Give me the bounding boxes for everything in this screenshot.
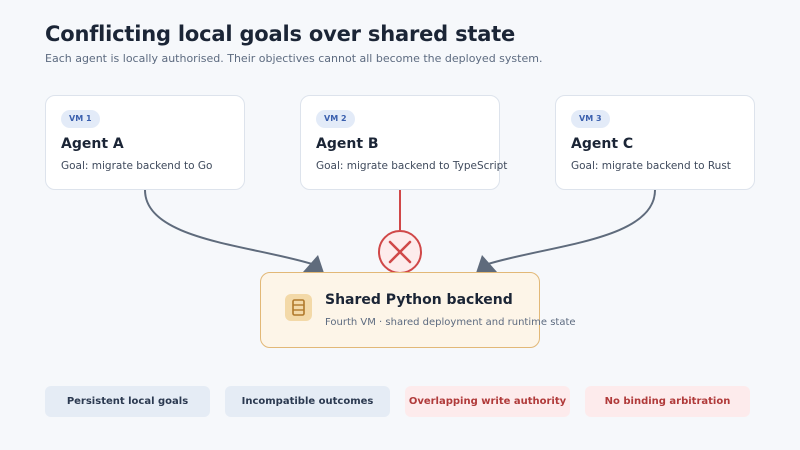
vm-badge: VM 1 [61,110,100,128]
agent-goal: Goal: migrate backend to TypeScript [316,160,508,172]
agent-goal: Goal: migrate backend to Go [61,160,213,172]
agent-goal: Goal: migrate backend to Rust [571,160,731,172]
agent-name: Agent A [61,136,124,152]
database-icon [285,294,312,321]
agent-name: Agent B [316,136,379,152]
pill-persistent-local-goals: Persistent local goals [45,386,210,417]
connector-agent-a [144,189,313,265]
x-circle-icon [378,230,422,274]
pill-incompatible-outcomes: Incompatible outcomes [225,386,390,417]
vm-badge: VM 2 [316,110,355,128]
page-title: Conflicting local goals over shared stat… [45,22,516,46]
agent-card-a: VM 1 Agent A Goal: migrate backend to Go [45,95,245,190]
page-subtitle: Each agent is locally authorised. Their … [45,52,543,65]
backend-subtitle: Fourth VM · shared deployment and runtim… [325,317,576,328]
agent-card-c: VM 3 Agent C Goal: migrate backend to Ru… [555,95,755,190]
connector-agent-c [487,189,656,265]
agent-card-b: VM 2 Agent B Goal: migrate backend to Ty… [300,95,507,190]
backend-title: Shared Python backend [325,292,513,308]
pill-no-binding-arbitration: No binding arbitration [585,386,750,417]
arrowhead-agent-a [303,255,324,273]
agent-name: Agent C [571,136,634,152]
arrowhead-agent-c [476,255,497,273]
shared-backend-card: Shared Python backend Fourth VM · shared… [260,272,576,348]
vm-badge: VM 3 [571,110,610,128]
pill-overlapping-write-authority: Overlapping write authority [405,386,570,417]
